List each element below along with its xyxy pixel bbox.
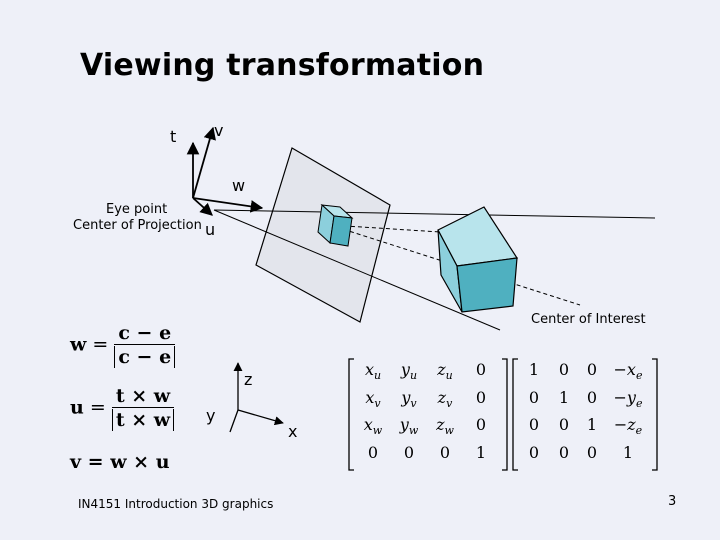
matrix-cell: 0 — [586, 387, 598, 407]
matrix-cell: xu — [364, 360, 382, 383]
matrix-cell: −ye — [613, 387, 643, 410]
matrix-cell: 1 — [586, 415, 598, 434]
formula-u: u = t × w t × w — [70, 385, 175, 432]
center-of-projection-label: Center of Projection — [73, 218, 202, 233]
matrix-cell: 0 — [528, 387, 540, 407]
matrix-cell: zw — [436, 415, 454, 438]
formula-v: v = w × u — [70, 451, 170, 473]
center-of-interest-label: Center of Interest — [531, 312, 646, 327]
world-axis-x-label: x — [288, 422, 298, 441]
matrix-cell: 1 — [528, 360, 540, 379]
matrix-cell: −ze — [613, 415, 643, 438]
slide-title: Viewing transformation — [80, 48, 485, 83]
matrix-cell: yu — [400, 360, 418, 383]
axis-u-arrow — [192, 197, 213, 216]
projection-ray — [213, 209, 501, 331]
world-axis-y-label: y — [206, 406, 216, 425]
object-cube — [437, 206, 519, 313]
axis-v-label: v — [214, 121, 224, 140]
matrix-cell: xv — [365, 387, 381, 410]
matrix-cell: 1 — [475, 442, 487, 462]
matrix-cell: 0 — [475, 387, 487, 407]
slide-footer: IN4151 Introduction 3D graphics — [78, 497, 274, 511]
projection-ray — [213, 209, 656, 219]
matrix-cell: zv — [437, 387, 453, 410]
matrix-cell: 0 — [558, 360, 570, 379]
projected-cube — [317, 203, 354, 247]
world-axis-z-label: z — [244, 370, 253, 389]
matrix-cell: 0 — [475, 415, 487, 434]
axis-u-label: u — [205, 220, 216, 239]
matrix-cell: yv — [401, 387, 417, 410]
matrix-cell: 0 — [558, 442, 570, 462]
axis-v-arrow — [192, 126, 216, 199]
matrix-cell: 1 — [622, 442, 634, 462]
matrix-cell: 0 — [403, 442, 415, 462]
matrix-cell: 0 — [528, 415, 540, 434]
eye-point-label: Eye point — [106, 202, 168, 217]
formula-w: w = c − e c − e — [70, 322, 176, 369]
matrix-cell: 0 — [586, 442, 598, 462]
matrix-brackets — [348, 358, 658, 471]
world-axis-y-arrow — [229, 409, 239, 433]
matrix-cell: yw — [399, 415, 419, 438]
matrix-cell: 0 — [475, 360, 487, 379]
matrix-cell: 0 — [439, 442, 451, 462]
matrix-cell: 0 — [528, 442, 540, 462]
projection-ray-dashed — [329, 224, 441, 233]
matrix-cell: 0 — [586, 360, 598, 379]
matrix-cell: zu — [437, 360, 453, 383]
matrix-cell: 1 — [558, 387, 570, 407]
axis-w-label: w — [232, 176, 246, 195]
projection-ray-dashed — [329, 224, 581, 306]
matrix-cell: 0 — [367, 442, 379, 462]
matrix-cell: 0 — [558, 415, 570, 434]
axis-w-arrow — [192, 197, 264, 213]
matrix-cell: −xe — [613, 360, 643, 383]
world-axis-x-arrow — [237, 409, 284, 426]
matrix-cell: xw — [363, 415, 383, 438]
page-number: 3 — [668, 494, 677, 509]
axis-t-label: t — [170, 127, 177, 146]
